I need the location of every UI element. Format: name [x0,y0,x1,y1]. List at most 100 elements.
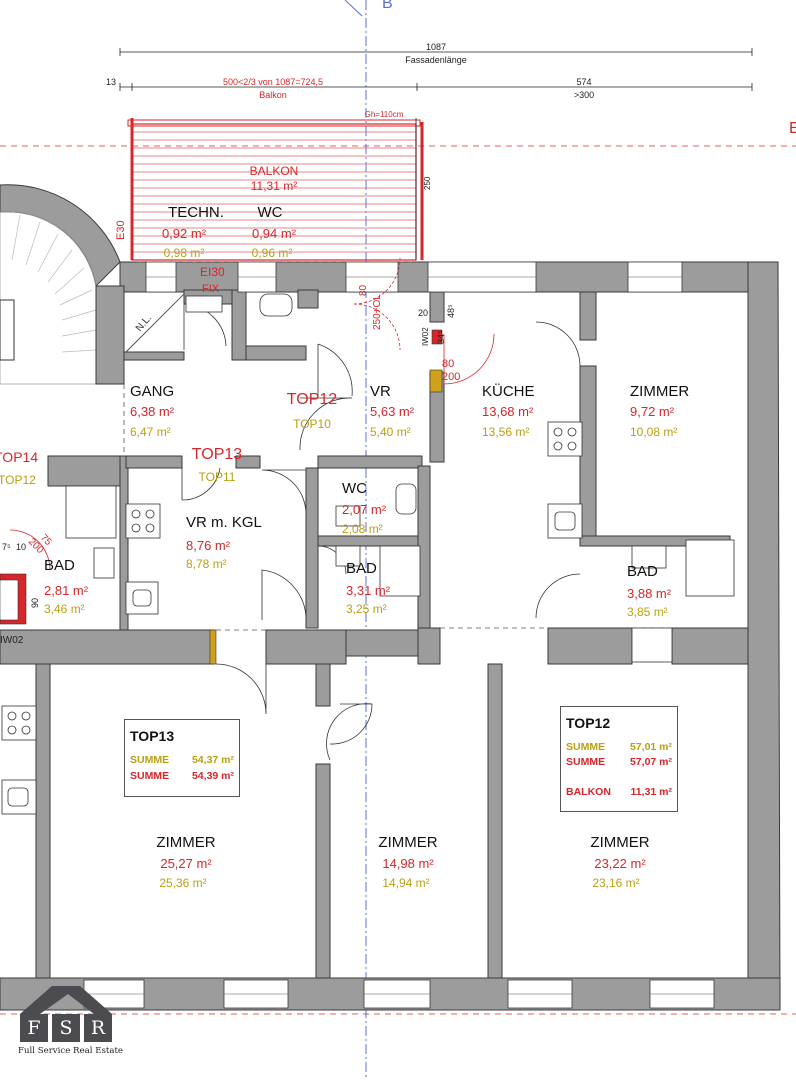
zimmer-s-name: ZIMMER [378,834,437,851]
dim-20: 20 [418,308,428,318]
bad-left-area-red: 2,81 m² [44,583,89,598]
dim-80: 80 [442,358,454,370]
zimmer-s-area-gold: 14,94 m² [382,876,429,890]
shaft-red [431,329,443,345]
techn-area-red: 0,92 m² [162,226,207,241]
wc-mid-area-red: 2,07 m² [342,502,387,517]
summary-top13-row-red: SUMME 54,39 m² [130,770,234,782]
techn-name: TECHN. [168,204,224,221]
top12-red: TOP12 [287,391,338,408]
bad-right-area-gold: 3,85 m² [627,605,668,619]
kueche-area-red: 13,68 m² [482,404,534,419]
dim-total-label: Fassadenlänge [405,55,467,65]
shaft-yellow [429,369,443,393]
dim-90: 90 [30,598,40,608]
balcony-side-label: E30 [115,220,127,240]
bad-mid-area-red: 3,31 m² [346,583,391,598]
summary-top13-row-gold: SUMME 54,37 m² [130,754,234,766]
bad-right-area-red: 3,88 m² [627,586,672,601]
nl-label: N.L. [134,313,154,334]
summary-top12-balkon-label: BALKON [566,786,611,798]
bad-mid-area-gold: 3,25 m² [346,602,387,616]
logo-letters: F S R [20,1014,112,1042]
dim-right-sub: >300 [574,90,594,100]
wc-mid-name: WC [342,480,367,497]
dim-left: 13 [106,77,116,87]
logo-letter-f: F [20,1014,48,1042]
summary-top13-row-red-value: 54,39 m² [191,770,234,782]
dim-right: 574 [576,77,591,87]
summary-top12-row-red-label: SUMME [566,756,606,768]
axis-letter: B [382,0,393,12]
top13-gold: TOP11 [199,470,236,484]
logo-letter-s: S [52,1014,80,1042]
kueche-area-gold: 13,56 m² [482,425,529,439]
zimmer-se-name: ZIMMER [590,834,649,851]
summary-top12-balkon-value: 11,31 m² [630,786,672,798]
door-v1: 80 [358,284,369,296]
summary-top13-row-red-label: SUMME [130,770,170,782]
fixtures [1,293,735,815]
dim-48: 48⁵ [446,304,456,318]
door-yellow [209,629,217,665]
gang-area-gold: 6,47 m² [130,425,171,439]
dim-balkon-label: Balkon [259,90,287,100]
balcony-area [131,123,417,261]
zimmer-ne-area-gold: 10,08 m² [630,425,677,439]
wc-mid-area-gold: 2,08 m² [342,522,383,536]
summary-top12-row-gold: SUMME 57,01 m² [566,741,672,753]
summary-top12-row-gold-label: SUMME [566,741,606,753]
balcony-depth: 250 [423,176,432,190]
zimmer-sw-name: ZIMMER [156,834,215,851]
zimmer-se-area-red: 23,22 m² [594,856,646,871]
wc-top-name: WC [258,204,283,221]
kueche-name: KÜCHE [482,382,535,400]
dim-balkon-formula: 500<2/3 von 1087=724,5 [223,77,323,87]
summary-top13-row-gold-label: SUMME [130,754,170,766]
vr-name: VR [370,383,391,400]
vr-area-gold: 5,40 m² [370,425,411,439]
wc-top-area-gold: 0,96 m² [252,246,293,260]
dim-total: 1087 [426,42,446,52]
balcony-railing [127,119,421,127]
summary-top12-row-balkon: BALKON 11,31 m² [566,786,672,798]
summary-top12-row-gold-value: 57,01 m² [629,741,672,753]
gang-name: GANG [130,383,174,400]
summary-top13-title: TOP13 [130,728,175,744]
dim-10: 10 [16,542,26,552]
summary-top12-title: TOP12 [566,715,611,731]
fix-label: FIX [202,283,220,295]
top12-gold: TOP10 [293,417,331,431]
bad-left-name: BAD [44,557,75,574]
bad-left-area-gold: 3,46 m² [44,602,85,616]
iw02-left-label: IW02 [0,635,24,646]
logo-roof-icon [20,986,112,1014]
summary-box-top12: TOP12 SUMME 57,01 m² SUMME 57,07 m² BALK… [560,706,678,812]
techn-area-gold: 0,98 m² [164,246,205,260]
dim-200: 200 [442,371,460,383]
logo-letter-r: R [84,1014,112,1042]
vr-area-red: 5,63 m² [370,404,415,419]
vr-kgl-area-gold: 8,78 m² [186,557,227,571]
zimmer-ne-name: ZIMMER [630,383,689,400]
zimmer-s-area-red: 14,98 m² [382,856,434,871]
balcony-name: BALKON [250,164,299,178]
summary-top13-row-gold-value: 54,37 m² [191,754,234,766]
iw02-label: IW02 [421,327,430,346]
doors [9,257,581,761]
summary-box-top13: TOP13 SUMME 54,37 m² SUMME 54,39 m² [124,719,240,797]
staircase [0,184,121,288]
top13-red: TOP13 [192,446,243,463]
vr-kgl-area-red: 8,76 m² [186,538,231,553]
top14-gold: TOP12 [0,473,36,487]
nl-diagonal [125,293,185,353]
zimmer-ne-area-red: 9,72 m² [630,404,675,419]
vr-kgl-name: VR m. KGL [186,514,262,531]
axis-arrow [344,0,363,17]
bad-right-name: BAD [627,563,658,580]
balcony-area-text: 11,31 m² [251,179,297,193]
logo-tagline: Full Service Real Estate [18,1046,124,1056]
gang-area-red: 6,38 m² [130,404,175,419]
summary-top12-row-red: SUMME 57,07 m² [566,756,672,768]
